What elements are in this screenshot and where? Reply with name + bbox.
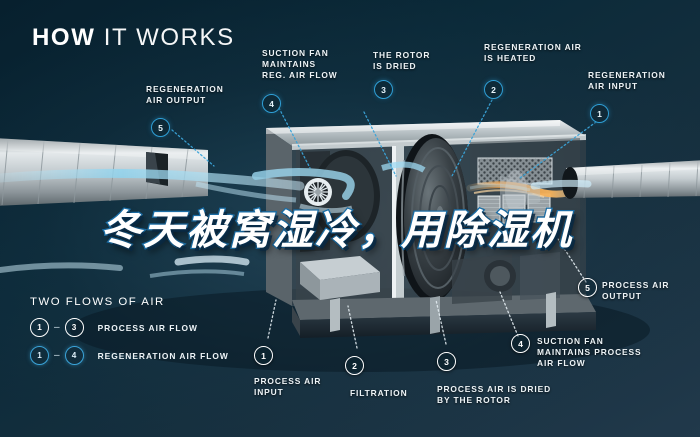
callout-label-process-air-input: PROCESS AIR INPUT <box>254 376 322 398</box>
callout-label-process-air-output: PROCESS AIR OUTPUT <box>602 280 670 302</box>
callout-label-suction-fan-reg: SUCTION FAN MAINTAINS REG. AIR FLOW <box>262 48 338 81</box>
headline-text: 冬天被窝湿冷，用除湿机 <box>99 205 573 256</box>
legend-badge-to: 3 <box>64 318 84 337</box>
callout-badge-1-regeneration[interactable]: 1 <box>590 104 609 123</box>
legend-row-process: 1 – 3 PROCESS AIR FLOW <box>30 318 229 337</box>
callout-badge-2-regeneration[interactable]: 2 <box>484 80 503 99</box>
callout-badge-5-process[interactable]: 5 <box>578 278 597 297</box>
cabinet <box>266 120 596 338</box>
title-light: IT WORKS <box>103 24 235 51</box>
rotor-wheel <box>396 134 468 302</box>
fan-blades <box>304 178 332 206</box>
callout-badge-4-process[interactable]: 4 <box>511 334 530 353</box>
callout-label-rotor-is-dried: THE ROTOR IS DRIED <box>373 50 431 72</box>
legend-dash: – <box>54 322 60 333</box>
callout-label-regeneration-air-output: REGENERATION AIR OUTPUT <box>146 84 224 106</box>
callout-label-regeneration-air-input: REGENERATION AIR INPUT <box>588 70 666 92</box>
headline-overlay: 冬天被窝湿冷，用除湿机 <box>99 196 573 256</box>
callout-badge-3-regeneration[interactable]: 3 <box>374 80 393 99</box>
legend-badge-from: 1 <box>30 318 49 337</box>
filter-bank <box>477 193 551 225</box>
callout-badge-5-regeneration[interactable]: 5 <box>151 118 170 137</box>
title-bold: HOW <box>32 24 96 51</box>
callout-badge-3-process[interactable]: 3 <box>437 352 456 371</box>
legend-heading: TWO FLOWS OF AIR <box>30 296 165 308</box>
legend: TWO FLOWS OF AIR 1 – 3 PROCESS AIR FLOW … <box>30 296 229 374</box>
callout-label-suction-fan-process: SUCTION FAN MAINTAINS PROCESS AIR FLOW <box>537 336 642 369</box>
callout-badge-1-process[interactable]: 1 <box>254 346 273 365</box>
legend-label-process-air-flow: PROCESS AIR FLOW <box>97 322 198 333</box>
legend-badge-from: 1 <box>30 346 49 365</box>
page-title: HOW IT WORKS <box>32 24 235 52</box>
callout-badge-2-process[interactable]: 2 <box>345 356 364 375</box>
callout-label-filtration: FILTRATION <box>350 388 408 398</box>
legend-row-regeneration: 1 – 4 REGENERATION AIR FLOW <box>30 346 229 365</box>
legend-badge-to: 4 <box>64 346 84 365</box>
legend-label-regeneration-air-flow: REGENERATION AIR FLOW <box>97 350 229 361</box>
leader-lines <box>171 99 597 349</box>
callout-badge-4-regeneration[interactable]: 4 <box>262 94 281 113</box>
legend-dash: – <box>54 350 60 361</box>
callout-label-regeneration-air-heated: REGENERATION AIR IS HEATED <box>484 42 582 64</box>
airflow-arrows <box>0 161 592 278</box>
callout-label-process-air-dried: PROCESS AIR IS DRIED BY THE ROTOR <box>437 384 552 406</box>
